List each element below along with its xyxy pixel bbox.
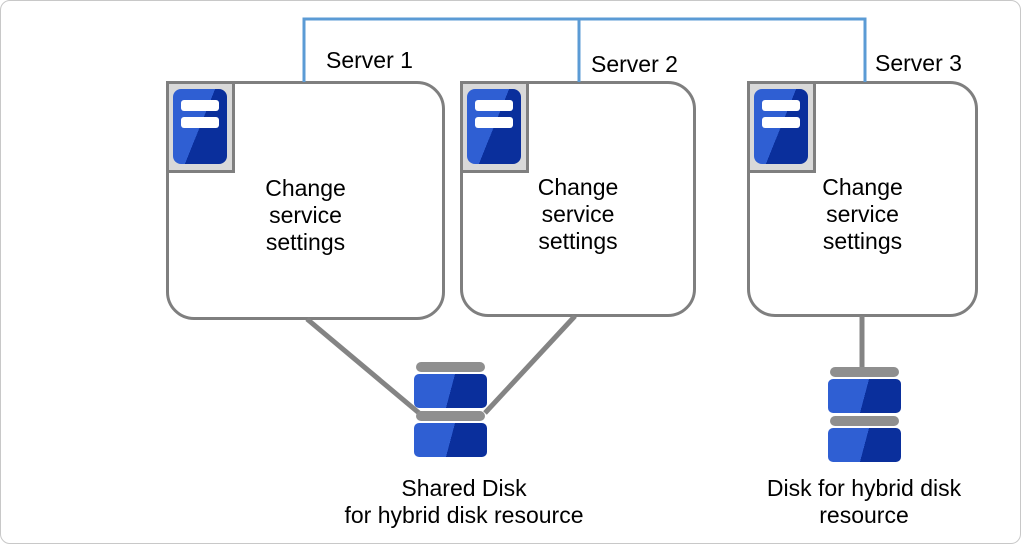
server2-label: Server 2 [591,51,678,77]
hybrid-disk-stack-icon [828,367,901,463]
server-slot-bar [762,100,800,111]
server2-icon-frame [459,80,529,173]
server1-action-text: Change service settings [265,175,346,255]
server-slot-bar [475,117,513,128]
disk-platter [828,428,901,462]
server-slot-bar [181,100,219,111]
server-slot-bar [475,100,513,111]
server3-icon-frame [746,80,816,173]
server-tower-icon [173,89,227,164]
shared-disk-stack-icon [414,362,487,458]
server1-icon-frame [165,80,235,173]
server2-box: Change service settings [459,80,696,317]
server1-to-shared-disk-line [305,317,421,415]
server2-action-text: Change service settings [537,173,619,254]
disk-platter [414,374,487,408]
server-tower-icon [467,89,521,164]
disk-cap [416,362,485,372]
disk-platter [828,379,901,413]
server-slot-bar [181,117,219,128]
shared-disk-label: Shared Disk for hybrid disk resource [344,475,584,528]
disk-cap [830,367,899,377]
server1-box: Change service settings [165,80,445,320]
server2-to-shared-disk-line [483,314,577,415]
server1-label: Server 1 [326,47,413,73]
disk-cap [416,411,485,421]
server-slot-bar [762,117,800,128]
disk-cap [830,416,899,426]
server3-label: Server 3 [875,50,962,76]
server3-action-text: Change service settings [822,173,903,254]
hybrid-disk-label: Disk for hybrid disk resource [766,475,962,528]
server3-box: Change service settings [746,80,978,317]
server-tower-icon [754,89,808,164]
disk-platter [414,423,487,457]
